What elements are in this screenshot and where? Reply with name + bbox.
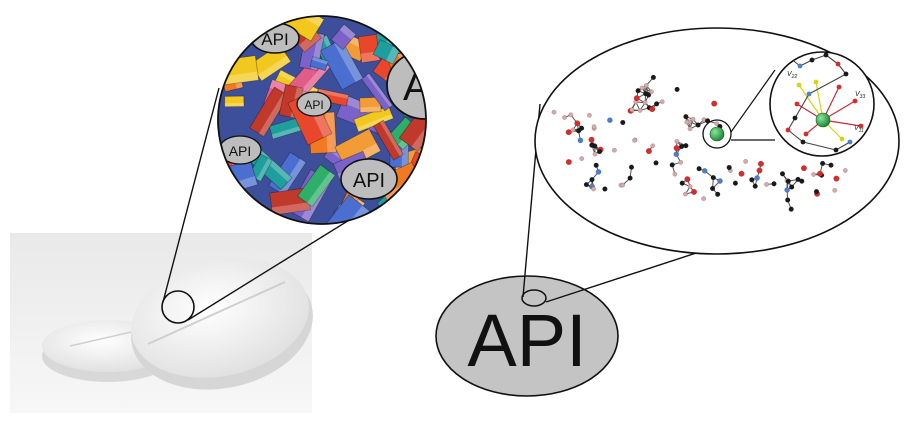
api-particle: API <box>297 92 331 116</box>
api-main-label: API <box>467 299 586 382</box>
api-particle: API <box>341 159 397 199</box>
molecule-ellipse: V22 V33 V11 <box>535 28 899 254</box>
crystal-block <box>388 9 428 45</box>
calcium-atom <box>710 127 724 141</box>
api-zoom-marker <box>522 290 546 306</box>
crystal-block <box>229 196 253 222</box>
crystal-block <box>399 0 440 43</box>
coordination-detail-circle: V22 V33 V11 <box>770 52 874 156</box>
api-particle-label: A <box>403 65 430 109</box>
api-particle-label: API <box>304 98 323 112</box>
tablet-photo <box>10 233 325 413</box>
api-particle-label: API <box>353 170 385 192</box>
crystal-block <box>213 59 227 78</box>
api-ellipse: API <box>436 276 618 396</box>
particle-zoom-circle: API API API API A <box>205 0 463 243</box>
crystal-block <box>205 196 230 222</box>
crystal-block <box>216 37 235 52</box>
crystal-block <box>413 24 441 39</box>
crystal-block <box>225 96 244 107</box>
crystal-block <box>396 12 422 42</box>
api-particle-label: API <box>229 143 252 159</box>
calcium-atom-detail <box>816 113 830 127</box>
